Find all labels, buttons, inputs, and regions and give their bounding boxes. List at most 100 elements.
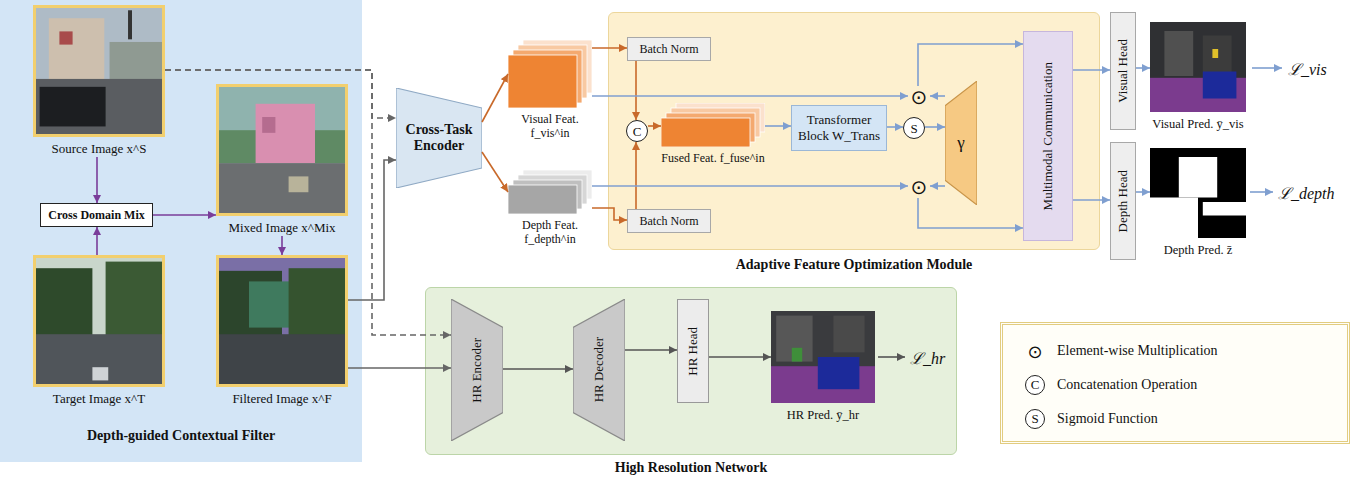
gate-trapezoid: γ [945, 81, 977, 205]
caption: Target Image x^T [33, 392, 165, 407]
operator-label: ⊙ [911, 87, 928, 107]
image-region [1164, 31, 1193, 76]
legend-row: ⊙Element-wise Multiplication [1025, 339, 1218, 363]
box-label: Cross Domain Mix [48, 208, 144, 222]
box-label: Transformer Block W_Trans [797, 112, 881, 143]
image-region [106, 262, 165, 341]
region-title: Depth-guided Contextual Filter [0, 428, 362, 444]
image-thumbnail: Filtered Image x^F [216, 255, 348, 407]
caption: Filtered Image x^F [216, 392, 348, 407]
caption: Source Image x^S [33, 142, 165, 157]
legend-box: ⊙Element-wise MultiplicationC Concatenati… [1000, 322, 1350, 444]
shape-label: γ [957, 133, 965, 153]
shape-label: HR Decoder [592, 337, 607, 402]
region-panel: Depth-guided Contextual Filter Source Ima… [0, 0, 362, 462]
image-region [49, 18, 104, 81]
trapezoid [396, 88, 482, 188]
trapezoid [573, 299, 625, 441]
image-region [1203, 202, 1246, 216]
image-region [33, 79, 165, 137]
image-region [792, 348, 802, 362]
multiply-symbol: ⊙ [908, 176, 930, 198]
image-region [92, 367, 108, 380]
connector [1136, 191, 1150, 193]
image-region [216, 163, 348, 216]
image-region [289, 268, 348, 341]
caption: Visual Feat. f_vis^in [508, 113, 592, 141]
feature-stack: Visual Feat. f_vis^in [508, 40, 592, 141]
operator-label: S [910, 122, 917, 135]
image-region [771, 311, 875, 403]
image-thumbnail: Target Image x^T [33, 255, 165, 407]
caption: Fused Feat. f_fuse^in [661, 152, 765, 166]
legend-symbol: S [1025, 409, 1045, 429]
vertical-label: HR Head [685, 327, 701, 376]
image-region [818, 357, 860, 389]
feature-stack: Fused Feat. f_fuse^in [661, 103, 765, 166]
image-illustration [33, 5, 165, 137]
image-region [110, 42, 163, 82]
multiply-symbol: ⊙ [908, 86, 930, 108]
prediction-image: Depth Pred. z̄ [1150, 148, 1246, 257]
image-thumbnail: Source Image x^S [33, 5, 165, 157]
box-label: Batch Norm [640, 214, 699, 228]
image-region [128, 10, 132, 39]
feature-maps [508, 40, 592, 108]
image-illustration [33, 255, 165, 387]
process-box: Multimodal Communication [1023, 31, 1073, 241]
feature-map [508, 185, 577, 214]
legend-text: Sigmoid Function [1057, 411, 1158, 427]
feature-map [508, 55, 577, 108]
operator-label: C [633, 125, 642, 138]
image-region [1150, 148, 1246, 238]
loss-label: ℒ_hr [910, 347, 945, 369]
image-region [33, 268, 92, 341]
image-region [289, 176, 309, 192]
legend-text: Concatenation Operation [1057, 377, 1197, 393]
connector [482, 152, 508, 192]
caption: HR Pred. ȳ_hr [771, 408, 875, 422]
decoder-trapezoid: HR Decoder [573, 299, 625, 441]
norm-box: Batch Norm [627, 209, 711, 233]
image-region [249, 281, 295, 327]
image-illustration [216, 84, 348, 216]
image-region [33, 5, 165, 137]
norm-box: Batch Norm [627, 37, 711, 61]
caption: Visual Pred. ȳ_vis [1150, 117, 1246, 131]
image-region [262, 117, 275, 133]
image-frame [218, 86, 347, 215]
network-panel: High Resolution NetworkHR EncoderHR Deco… [425, 287, 957, 455]
shape-label: HR Encoder [470, 338, 485, 403]
loss-arrow [1250, 191, 1273, 193]
image-illustration [1150, 22, 1246, 112]
operator-label: ⊙ [911, 177, 928, 197]
image-region [216, 255, 348, 387]
module-panel: Adaptive Feature Optimization ModuleBatc… [608, 12, 1100, 250]
image-region [1212, 49, 1218, 58]
feature-maps [508, 170, 592, 214]
image-frame [35, 7, 164, 136]
operator-circle: S [903, 117, 925, 139]
image-illustration [216, 255, 348, 387]
image-region [776, 316, 812, 362]
head-box: Visual Head [1110, 12, 1136, 130]
trapezoid [945, 81, 977, 205]
prediction-image: HR Pred. ȳ_hr [771, 311, 875, 422]
image-illustration [771, 311, 875, 403]
image-region [59, 31, 72, 44]
box-label: Batch Norm [640, 42, 699, 56]
image-region [1150, 198, 1198, 239]
feature-stack: Depth Feat. f_depth^in [508, 170, 592, 247]
loss-label: ℒ_depth [1278, 182, 1335, 204]
caption: Depth Feat. f_depth^in [508, 219, 592, 247]
connector [482, 74, 508, 122]
image-region [33, 255, 165, 387]
region-title: High Resolution Network [426, 460, 956, 476]
feature-map [661, 118, 750, 147]
image-region [1179, 157, 1217, 198]
legend-symbol: C [1025, 375, 1045, 395]
process-box: Cross Domain Mix [40, 203, 153, 227]
operator-circle: C [626, 120, 648, 142]
image-region [833, 316, 864, 353]
